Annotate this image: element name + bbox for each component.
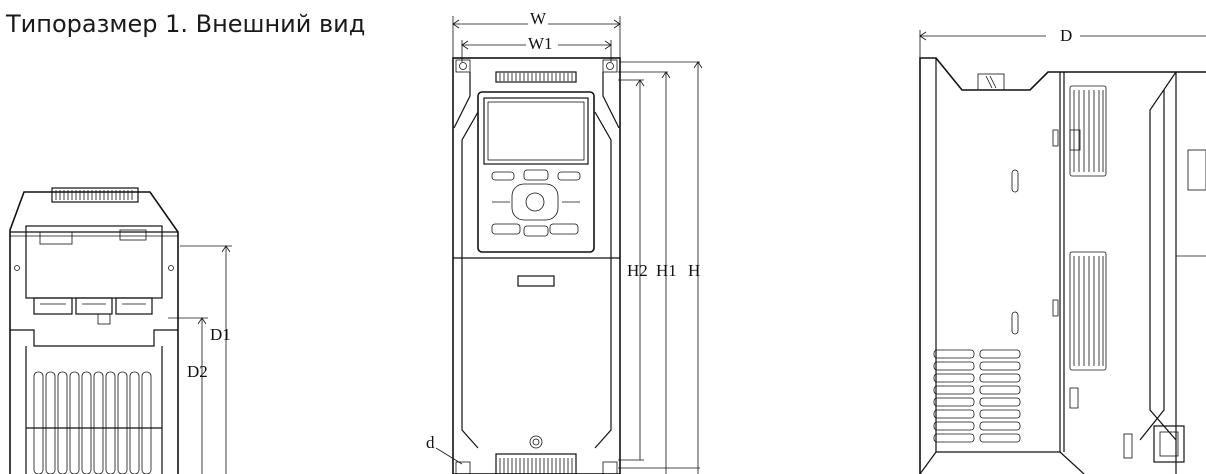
- side-vent-top: [1069, 85, 1107, 177]
- front-view: [452, 16, 621, 474]
- side-vent-bottom: [933, 349, 1021, 443]
- bottom-view-dimensions: D1 D2: [168, 245, 232, 474]
- dimension-label-w: W: [530, 9, 547, 28]
- bottom-view: [9, 187, 179, 474]
- front-view-dimensions: W W1 H2 H1 H d: [426, 9, 703, 474]
- dimension-label-d2: D2: [187, 362, 208, 381]
- dimension-label-h: H: [688, 261, 700, 280]
- dimension-label-d1: D1: [210, 325, 231, 344]
- dimension-label-d: D: [1060, 26, 1072, 45]
- side-view: D: [919, 26, 1206, 474]
- dimension-label-d-small: d: [426, 433, 435, 452]
- dimension-label-h2: H2: [627, 261, 648, 280]
- side-vent-middle: [1069, 251, 1107, 371]
- dimension-label-h1: H1: [656, 261, 677, 280]
- page-title: Типоразмер 1. Внешний вид: [6, 10, 366, 38]
- dimension-label-w1: W1: [528, 34, 553, 53]
